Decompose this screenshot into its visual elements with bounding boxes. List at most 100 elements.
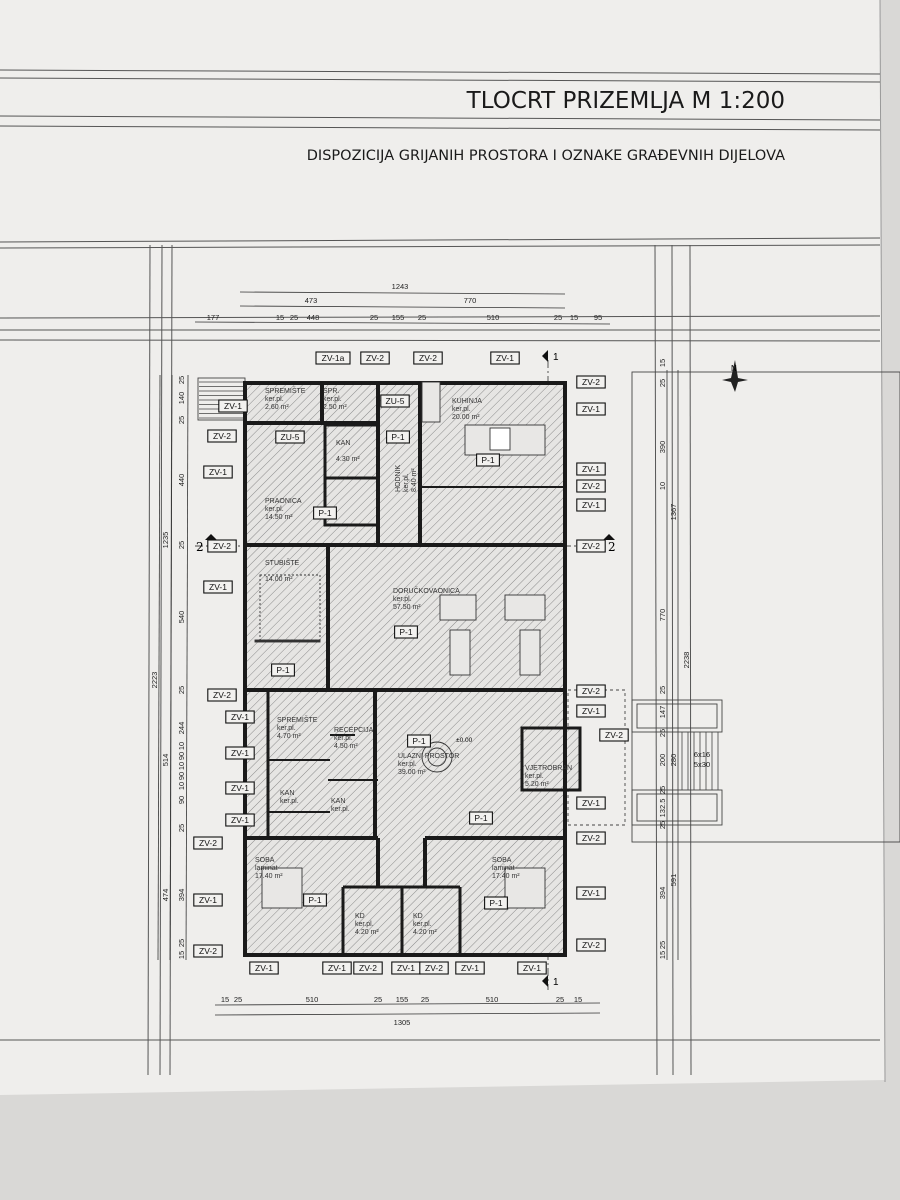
dimension-value: 390 <box>658 441 667 454</box>
element-tag: P-1 <box>407 734 431 748</box>
dimension-value: 25 <box>177 939 186 947</box>
room-name: VJETROBRAN <box>525 765 572 772</box>
element-tag: ZU-5 <box>380 394 410 408</box>
room-floor: ker.pl. <box>403 473 410 492</box>
tag-label: P-1 <box>481 455 495 465</box>
tag-label: ZV-1a <box>322 353 345 363</box>
element-tag: ZV-2 <box>207 429 237 443</box>
section-2-left-arrow-icon <box>205 534 217 540</box>
element-tag: ZV-1 <box>193 893 223 907</box>
dimension-value: 1305 <box>394 1018 411 1027</box>
dimension-value: 25 <box>290 313 298 322</box>
room-area: 20.00 m² <box>452 414 480 421</box>
tag-label: ZV-2 <box>359 963 377 973</box>
tag-label: ZV-1 <box>199 895 217 905</box>
dimension-value: 25 <box>177 686 186 694</box>
tag-label: P-1 <box>412 736 426 746</box>
element-tag: ZV-1 <box>576 704 606 718</box>
room-area: 17.40 m² <box>255 873 283 880</box>
element-tag: ZV-1 <box>490 351 520 365</box>
element-tag: P-1 <box>271 663 295 677</box>
section-1-bottom-arrow-icon <box>542 975 548 987</box>
element-tag: ZV-1 <box>517 961 547 975</box>
tag-label: P-1 <box>276 665 290 675</box>
tag-label: ZV-2 <box>582 833 600 843</box>
tag-label: ZV-2 <box>582 940 600 950</box>
dimension-value: 200 <box>658 754 667 767</box>
dimension-value: 10 <box>177 762 186 770</box>
tag-label: ZV-2 <box>582 481 600 491</box>
dimension-value: 25 <box>658 379 667 387</box>
north-arrow-icon: N <box>722 360 748 392</box>
section-1-bottom-label: 1 <box>553 977 559 988</box>
tag-label: P-1 <box>391 432 405 442</box>
paper-edge <box>879 0 886 1083</box>
tag-label: P-1 <box>474 813 488 823</box>
tag-label: ZV-1 <box>582 500 600 510</box>
room-floor: laminat <box>255 865 278 872</box>
dimension-value: 25 <box>658 786 667 794</box>
tag-label: P-1 <box>399 627 413 637</box>
room-name: KD <box>355 913 365 920</box>
room-floor: ker.pl. <box>265 396 284 403</box>
room-name: KD <box>413 913 423 920</box>
dimension-value: 25 <box>658 821 667 829</box>
dimension-value: 15 <box>658 359 667 367</box>
dimension-value: 90 <box>177 796 186 804</box>
dimension-value: 474 <box>161 889 170 902</box>
dimension-value: 25 <box>177 416 186 424</box>
dimension-value: 10 <box>177 782 186 790</box>
tag-label: ZV-2 <box>419 353 437 363</box>
element-tag: ZV-2 <box>576 375 606 389</box>
tag-label: ZV-1 <box>461 963 479 973</box>
dimension-value: 540 <box>177 611 186 624</box>
tag-label: P-1 <box>318 508 332 518</box>
room-name: HODNIK <box>395 464 402 492</box>
dimension-value: 132.5 <box>658 799 667 818</box>
room-floor: ker.pl. <box>323 396 342 403</box>
dimension-value: 15 <box>574 995 582 1004</box>
element-tag: P-1 <box>386 430 410 444</box>
tag-label: ZV-2 <box>605 730 623 740</box>
dimension-value: 510 <box>487 313 500 322</box>
dimension-value: 147 <box>658 706 667 719</box>
element-tag: ZV-1 <box>249 961 279 975</box>
tag-label: ZV-1 <box>496 353 514 363</box>
tag-label: ZV-1 <box>209 582 227 592</box>
room-label: SPR.ker.pl.2.50 m² <box>323 388 347 411</box>
tag-label: ZV-2 <box>582 541 600 551</box>
element-tag: ZV-2 <box>576 479 606 493</box>
room-name: SPR. <box>323 388 339 395</box>
room-name: STUBIŠTE <box>265 558 300 567</box>
room-area: 2.50 m² <box>323 404 347 411</box>
element-tag: ZV-1 <box>218 399 248 413</box>
tag-label: ZV-2 <box>199 838 217 848</box>
dimension-value: 155 <box>396 995 409 1004</box>
element-tag: ZV-1 <box>576 402 606 416</box>
tag-label: ZV-2 <box>582 686 600 696</box>
title-frame-lines <box>0 69 881 1076</box>
room-name: SPREMIŠTE <box>277 715 318 724</box>
dimension-value: 25 <box>177 376 186 384</box>
dimension-value: 1243 <box>392 282 409 291</box>
element-tag: ZV-1 <box>225 710 255 724</box>
room-area: 4.20 m² <box>355 929 379 936</box>
tag-label: ZV-1 <box>397 963 415 973</box>
dimension-value: 394 <box>658 887 667 900</box>
tag-label: ZV-1 <box>582 464 600 474</box>
section-1-top-label: 1 <box>553 352 559 363</box>
dimension-value: 280 <box>669 754 678 767</box>
section-markers: 1 1 2 2 ±0.00 <box>196 350 616 988</box>
dimension-value: 2238 <box>682 652 691 669</box>
dimension-value: 770 <box>658 609 667 622</box>
element-tag: ZV-1 <box>391 961 421 975</box>
tag-label: ZU-5 <box>386 396 405 406</box>
